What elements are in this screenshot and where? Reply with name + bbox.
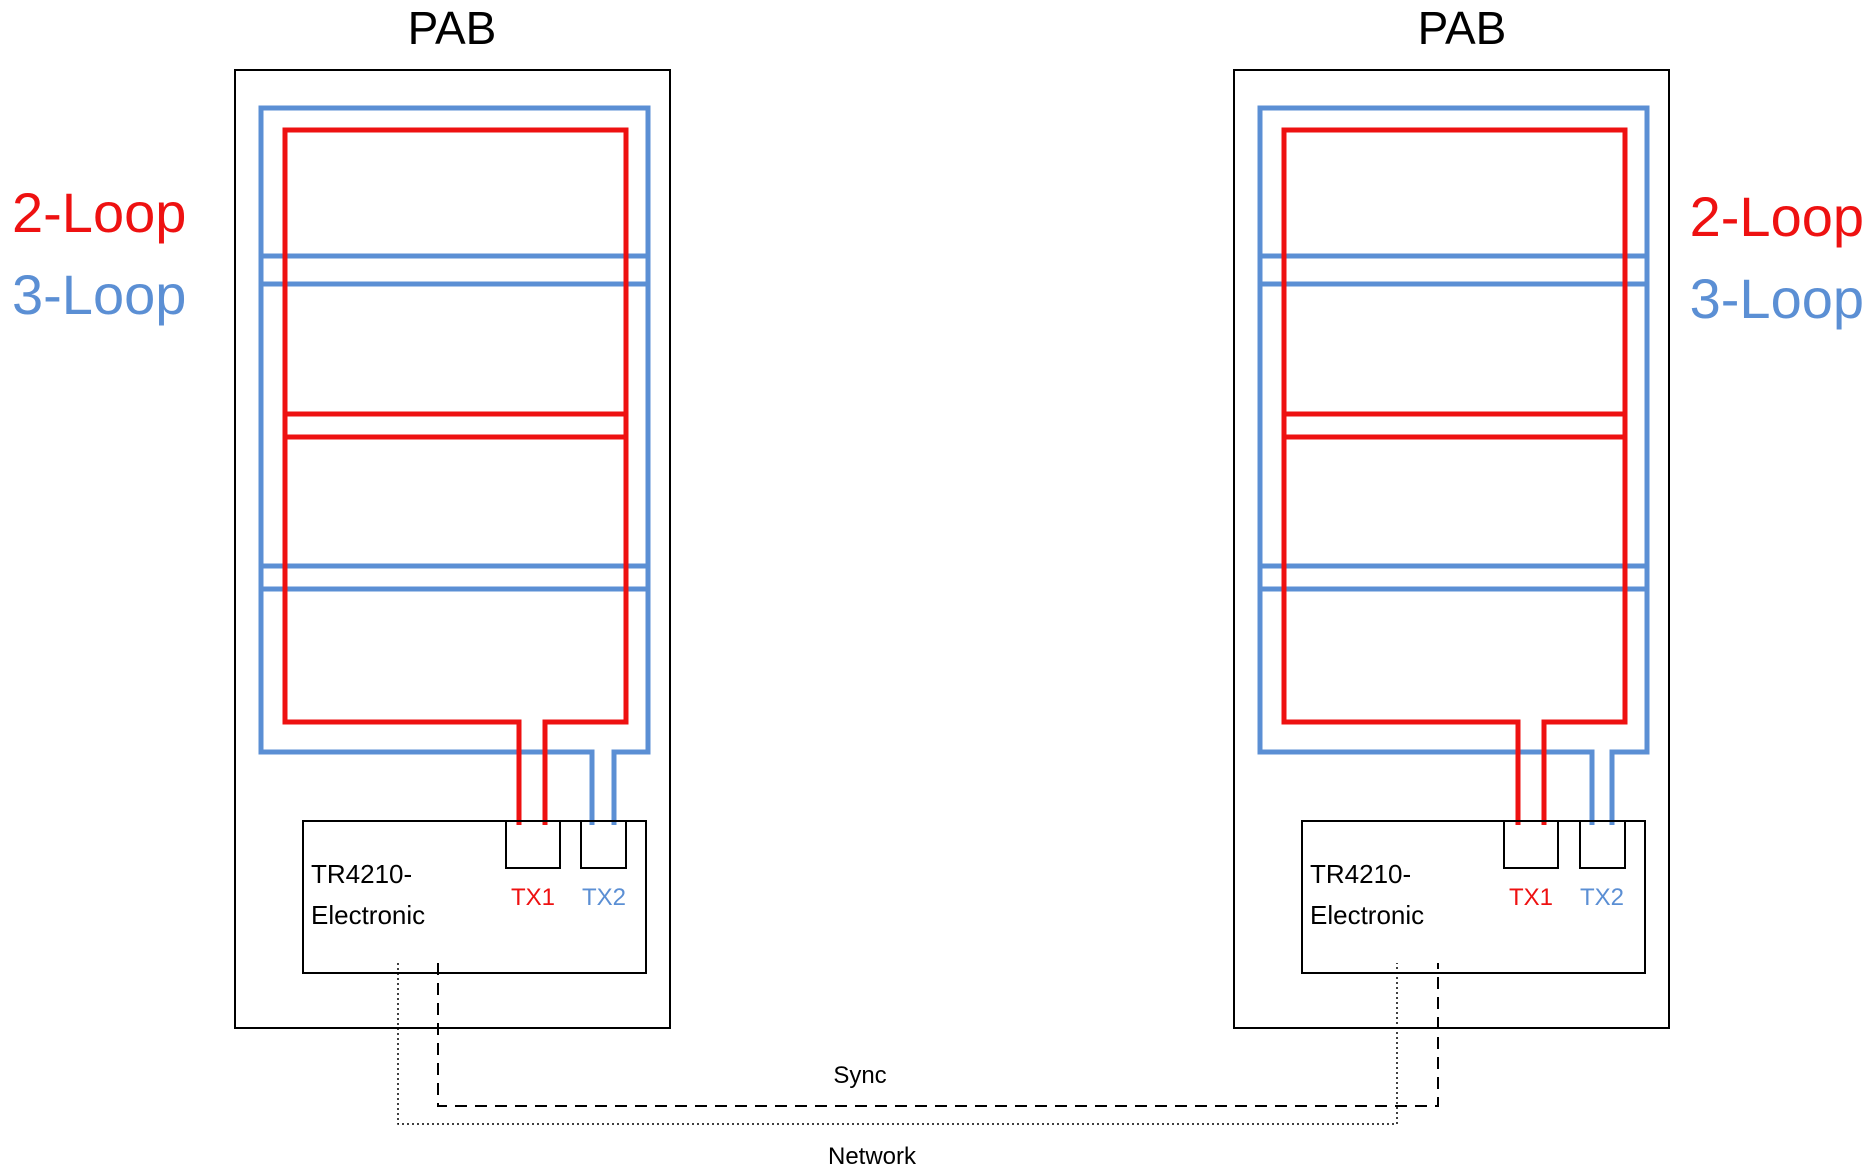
- right-electronic-label-line1: TR4210-: [1310, 859, 1411, 889]
- left-3-loop: [258, 105, 651, 825]
- right-tx2-port: [1579, 820, 1626, 869]
- right-pab-title: PAB: [1418, 2, 1507, 54]
- right-tx1-label: TX1: [1509, 884, 1553, 911]
- sync-line: [437, 963, 1439, 1107]
- left-tx1-label: TX1: [511, 884, 555, 911]
- right-pab-unit: PAB TR4210- Electronic TX1 TX2 2-Loop 3-…: [1233, 2, 1864, 1029]
- left-pab-frame: [234, 69, 671, 1029]
- right-electronic-label-line2: Electronic: [1310, 900, 1424, 930]
- right-legend-3-loop: 3-Loop: [1690, 267, 1864, 330]
- right-tx2-label: TX2: [1580, 884, 1624, 911]
- left-tx2-label: TX2: [582, 884, 626, 911]
- right-legend-2-loop: 2-Loop: [1690, 185, 1864, 248]
- right-pab-frame: [1233, 69, 1670, 1029]
- connections: Sync Network: [397, 963, 1439, 1167]
- left-2-loop: [282, 127, 629, 825]
- sync-label: Sync: [833, 1062, 886, 1089]
- left-tx1-port: [505, 820, 561, 869]
- left-electronic-label-line2: Electronic: [311, 900, 425, 930]
- left-pab-unit: PAB TR4210- Electronic TX1 TX2 2-Loop 3-…: [12, 2, 671, 1029]
- left-legend-2-loop: 2-Loop: [12, 181, 186, 244]
- right-3-loop: [1257, 105, 1650, 825]
- left-electronic-label-line1: TR4210-: [311, 859, 412, 889]
- left-electronic-box: [302, 820, 647, 974]
- right-electronic-box: [1301, 820, 1646, 974]
- right-2-loop: [1281, 127, 1628, 825]
- left-pab-title: PAB: [408, 2, 497, 54]
- left-tx2-port: [580, 820, 627, 869]
- network-line: [397, 963, 1398, 1125]
- left-legend-3-loop: 3-Loop: [12, 263, 186, 326]
- right-tx1-port: [1503, 820, 1559, 869]
- network-label: Network: [828, 1143, 917, 1167]
